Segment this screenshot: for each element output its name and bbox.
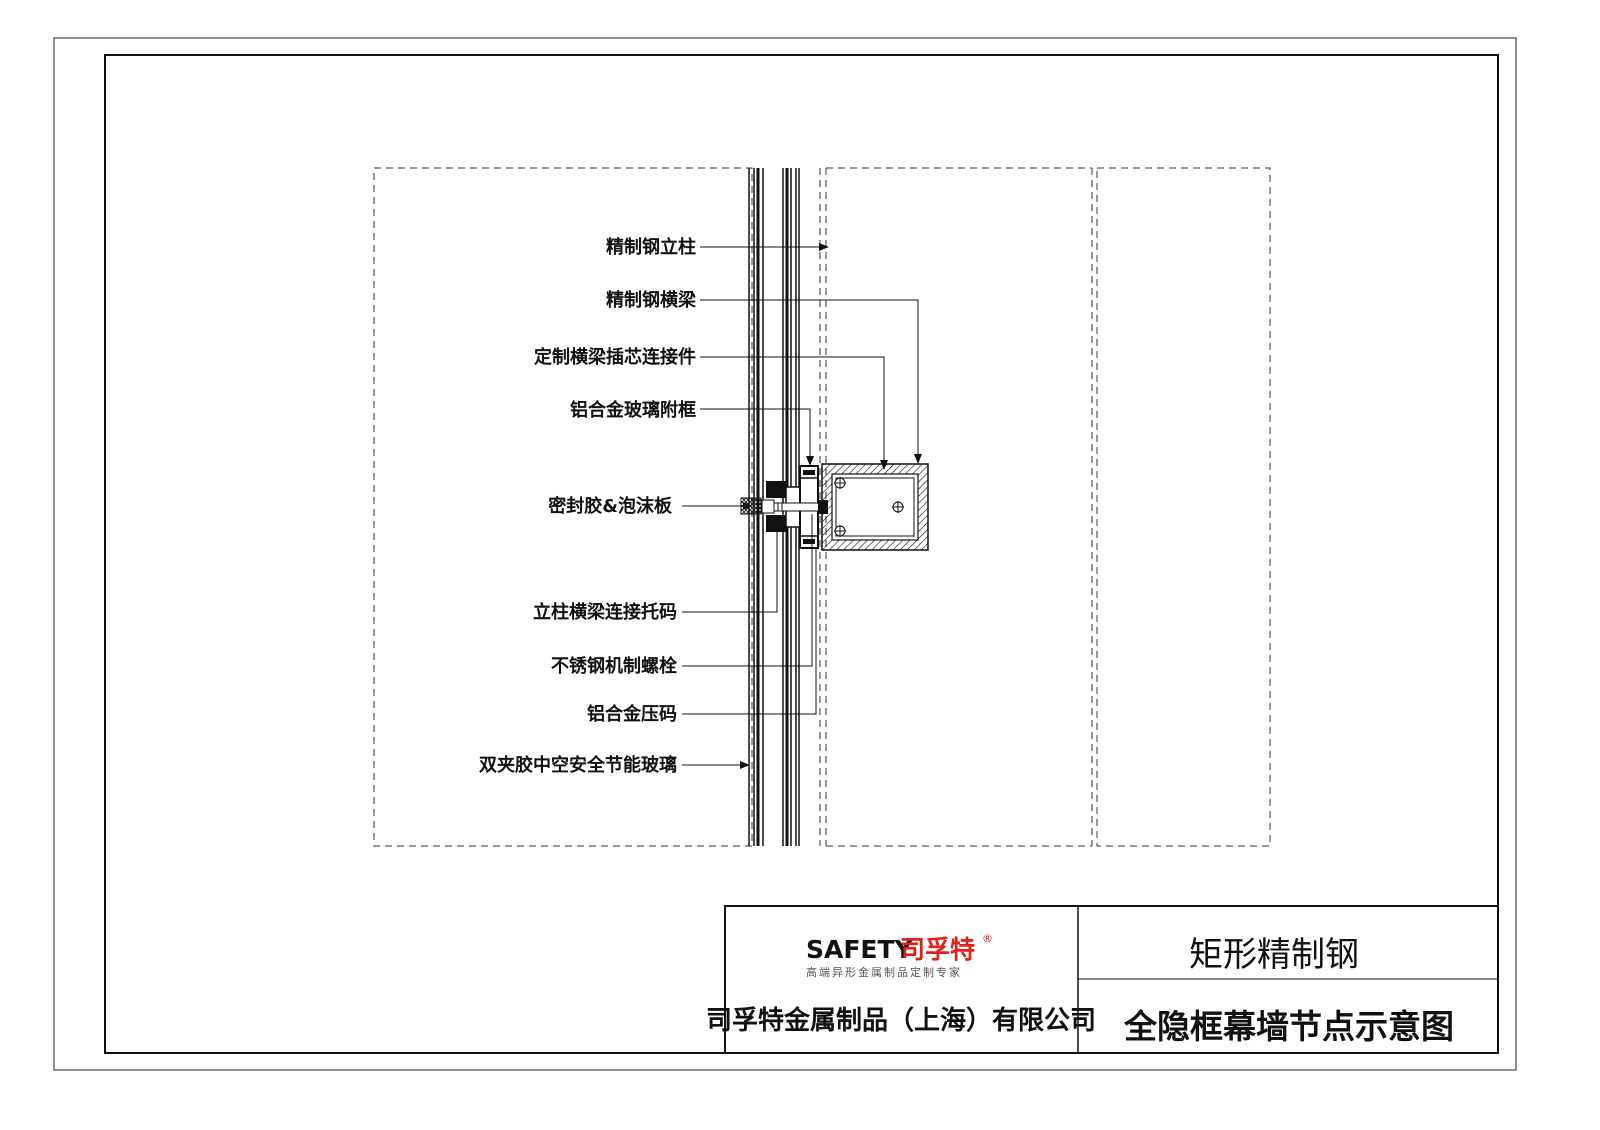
- logo-registered-mark: ®: [982, 932, 993, 945]
- callout-labels: 精制钢立柱 精制钢横梁 定制横梁插芯连接件 铝合金玻璃附框 密封胶&泡沫板 立柱…: [479, 236, 697, 776]
- inner-border: [104, 54, 1499, 1054]
- logo-en: SAFETY: [806, 935, 914, 964]
- company-name: 司孚特金属制品（上海）有限公司: [706, 1005, 1096, 1036]
- logo-tagline: 高端异形金属制品定制专家: [806, 965, 962, 979]
- insert-connector: [835, 477, 915, 537]
- outer-border: [53, 37, 1517, 1071]
- gasket-top: [766, 481, 786, 498]
- label-alu-pressure-plate: 铝合金压码: [587, 703, 677, 725]
- screw-holes: [834, 477, 904, 537]
- logo-cn: 司孚特: [900, 935, 975, 964]
- dashed-panel-outlines: [373, 167, 1271, 847]
- leader-lines: [682, 243, 922, 769]
- company-logo: SAFETY 司孚特 ® 高端异形金属制品定制专家: [806, 932, 993, 979]
- drawing-title-line1: 矩形精制钢: [1189, 935, 1359, 975]
- label-steel-column: 精制钢立柱: [606, 236, 696, 258]
- title-block: SAFETY 司孚特 ® 高端异形金属制品定制专家 司孚特金属制品（上海）有限公…: [706, 905, 1499, 1054]
- node-detail: [740, 463, 929, 551]
- label-sealant-foam: 密封胶&泡沫板: [548, 495, 673, 517]
- gasket-bottom: [766, 515, 786, 532]
- label-glass-subframe: 铝合金玻璃附框: [570, 399, 696, 421]
- label-steel-beam: 精制钢横梁: [606, 289, 697, 311]
- foam-rod: [761, 499, 775, 514]
- drawing-title-line2: 全隐框幕墙节点示意图: [1123, 1007, 1454, 1046]
- label-column-beam-bracket: 立柱横梁连接托码: [533, 601, 677, 623]
- label-stainless-bolt: 不锈钢机制螺栓: [551, 655, 677, 677]
- label-beam-insert-connector: 定制横梁插芯连接件: [534, 346, 696, 368]
- label-insulated-glass: 双夹胶中空安全节能玻璃: [479, 754, 677, 776]
